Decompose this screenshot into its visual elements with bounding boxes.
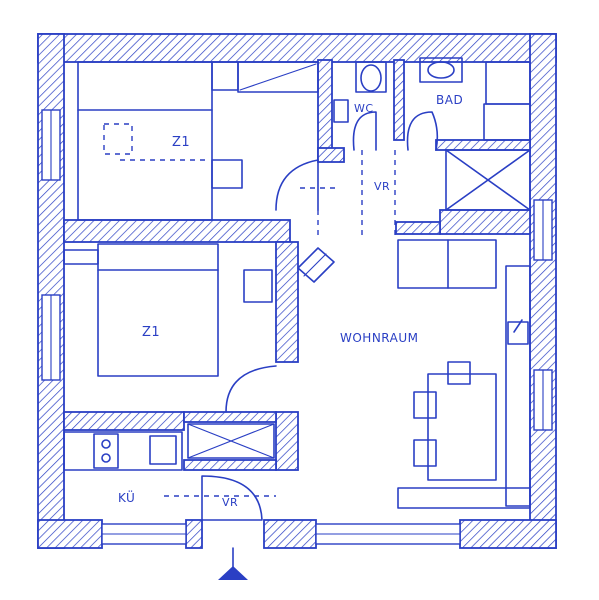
kitchen-fixtures xyxy=(63,423,276,497)
bedroom-bottom-furniture xyxy=(63,243,277,413)
stair-icon xyxy=(445,149,531,211)
label-z1-top: Z1 xyxy=(172,135,190,150)
bedroom-top-furniture xyxy=(77,61,319,221)
label-vr-upper: VR xyxy=(374,180,390,193)
label-wc: WC xyxy=(354,102,374,115)
entrance xyxy=(201,475,263,580)
doors-upper xyxy=(275,111,439,240)
label-bad: BAD xyxy=(436,93,463,107)
entrance-triangle-icon xyxy=(218,566,248,580)
room-labels: Z1 Z1 WC BAD VR WOHNRAUM KÜ VR xyxy=(118,93,463,509)
windows xyxy=(41,109,553,545)
label-wohnraum: WOHNRAUM xyxy=(340,331,419,345)
stove-icon xyxy=(93,433,119,469)
label-vr-lower: VR xyxy=(222,496,238,509)
bathroom-fixtures xyxy=(333,57,531,211)
wohnraum-furniture xyxy=(297,239,531,509)
toilet-icon xyxy=(360,64,382,92)
sink-icon xyxy=(427,61,455,79)
label-z1-bottom: Z1 xyxy=(142,325,160,340)
interior-walls xyxy=(63,59,531,471)
label-kueche: KÜ xyxy=(118,489,135,505)
